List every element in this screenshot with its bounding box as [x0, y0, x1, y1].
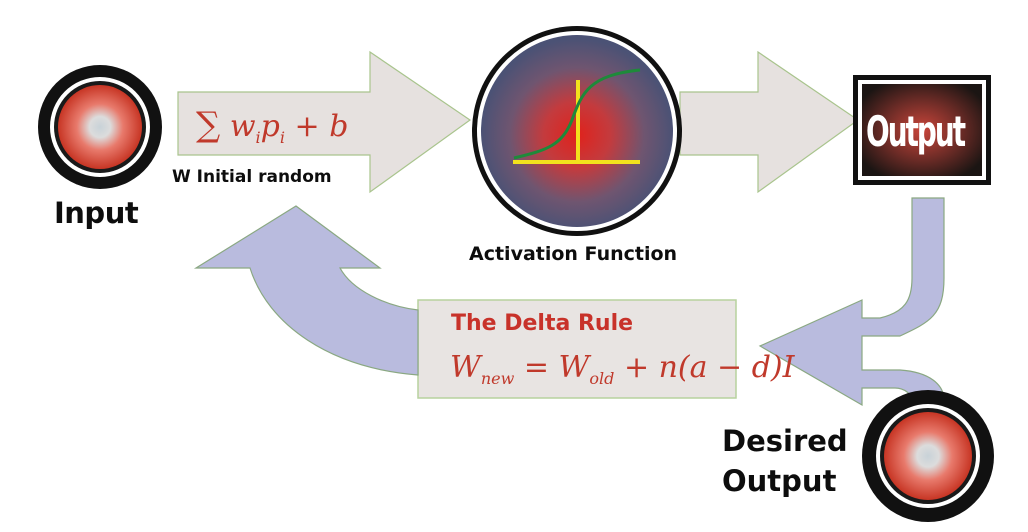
forward-arrow-output: [679, 50, 860, 194]
delta-w-new-sub: new: [480, 369, 515, 388]
feedback-curve-arrow: [193, 205, 419, 376]
sum-tail: + b: [294, 109, 349, 144]
input-node: [38, 65, 162, 189]
sum-w-sub: i: [255, 128, 261, 147]
activation-label: Activation Function: [469, 243, 678, 265]
sigmoid-curve: [513, 68, 641, 160]
output-box: [853, 75, 991, 185]
input-label: Input: [54, 196, 139, 230]
delta-tail: + n(a − d)I: [623, 350, 795, 385]
forward-arrow-input: [177, 50, 472, 194]
weights-note: W Initial random: [172, 167, 332, 187]
delta-w-old: W: [558, 350, 590, 385]
summation-formula: ∑ wipi + b: [196, 105, 348, 147]
delta-rule-panel: [417, 299, 737, 399]
desired-output-node: [862, 390, 994, 522]
delta-equals: =: [523, 350, 549, 385]
sum-w: w: [229, 109, 256, 144]
desired-output-line2: Output: [722, 464, 837, 498]
sum-p: p: [260, 109, 280, 144]
desired-output-line1: Desired: [722, 424, 848, 458]
delta-w-new: W: [450, 350, 481, 385]
delta-w-old-sub: old: [589, 369, 615, 388]
activation-node: [472, 26, 682, 236]
sum-p-sub: i: [279, 128, 285, 147]
delta-rule-title: The Delta Rule: [451, 311, 634, 336]
output-label: Output: [866, 108, 966, 157]
delta-rule-formula: Wnew = Wold + n(a − d)I: [450, 350, 795, 388]
sum-symbol: ∑: [196, 105, 221, 145]
